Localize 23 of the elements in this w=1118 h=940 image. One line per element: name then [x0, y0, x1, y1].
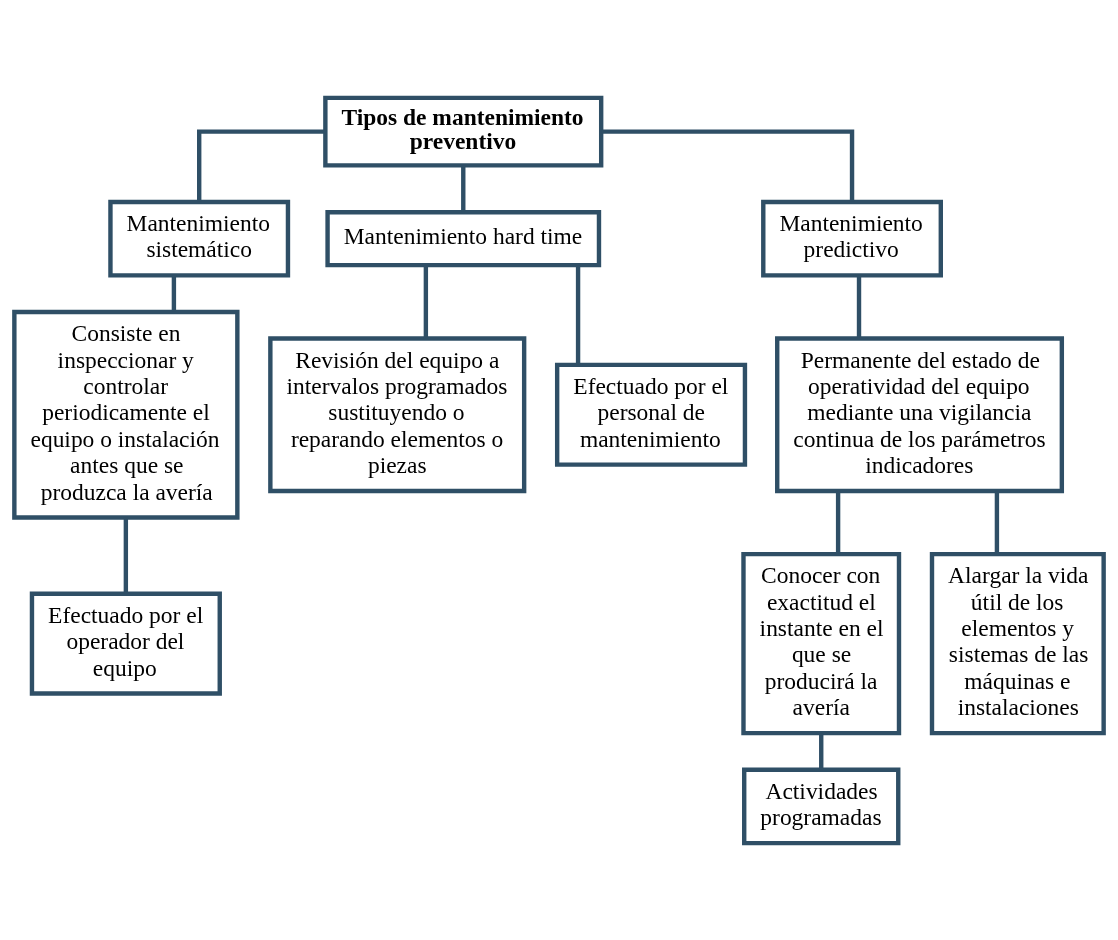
connector: [575, 264, 581, 364]
connector: [123, 517, 129, 594]
connector: [994, 491, 1000, 554]
node-box: Consiste en inspeccionar y controlar periodicamente el equipo o instalación antes que se produzca la avería: [12, 309, 240, 520]
node-box: Mantenimiento predictivo: [761, 199, 943, 278]
connector: [171, 275, 177, 312]
node-box: Conocer con exactitud el instante en el que se producirá la avería: [741, 551, 902, 735]
connector: [197, 128, 326, 202]
node-box: Mantenimiento hard time: [325, 209, 602, 267]
node-box: Efectuado por el personal de mantenimiento: [554, 362, 748, 467]
node-box: Mantenimiento sistemático: [108, 199, 291, 278]
node-box: Efectuado por el operador del equipo: [29, 591, 222, 696]
node-box: Tipos de mantenimiento preventivo: [323, 95, 604, 168]
connector: [856, 275, 862, 338]
node-box: Alargar la vida útil de los elementos y sistemas de las máquinas e instalaciones: [929, 551, 1106, 735]
connector: [461, 165, 466, 212]
node-box: Revisión del equipo a intervalos programados sustituyendo o reparando elementos o piezas: [268, 335, 527, 493]
connector: [835, 491, 841, 554]
connector: [423, 264, 429, 338]
connector: [819, 732, 824, 770]
connector: [601, 128, 855, 202]
node-box: Permanente del estado de operatividad del equipo mediante una vigilancia continua de los parámetros indicadores: [775, 335, 1065, 493]
node-box: Actividades programadas: [742, 767, 901, 845]
